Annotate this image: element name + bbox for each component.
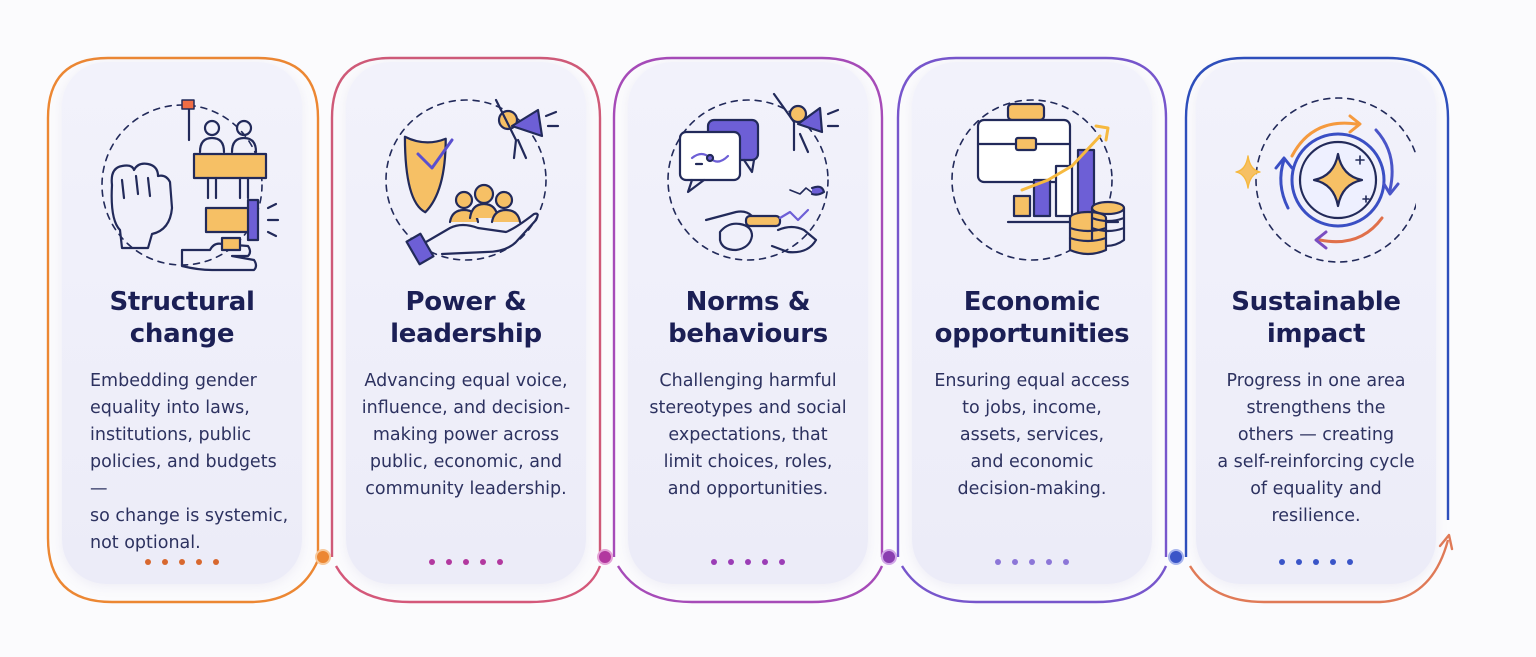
connector-node [1168,549,1184,565]
stage-card-structural-change: Structural change Embedding gender equal… [62,62,302,584]
stage-card-economic-opportunities: Economic opportunities Ensuring equal ac… [912,62,1152,584]
connector-node [881,549,897,565]
stage-title: Power & leadership [390,287,542,349]
cycle-sparkle-icon [1216,80,1421,280]
stage-description: Challenging harmful stereotypes and soci… [649,371,847,499]
progress-dots [912,550,1152,565]
progress-dots [628,550,868,565]
stage-card-sustainable-impact: Sustainable impact Progress in one area … [1196,62,1436,584]
progress-dots [1196,550,1436,565]
stage-title: Structural change [109,287,255,349]
briefcase-chart-coins-icon [932,80,1132,280]
speech-bubbles-chain-break-icon [648,80,848,280]
stage-title: Norms & behaviours [668,287,828,349]
shield-check-leadership-icon [366,80,566,280]
protest-fist-megaphone-icon [82,80,282,280]
connector-node [315,549,331,565]
stage-description: Embedding gender equality into laws, ins… [90,371,289,553]
stage-description: Advancing equal voice, influence, and de… [361,371,571,499]
connector-node [597,549,613,565]
stage-card-norms-behaviours: Norms & behaviours Challenging harmful s… [628,62,868,584]
stage-description: Ensuring equal access to jobs, income, a… [934,371,1130,499]
progress-dots [62,550,302,565]
stage-title: Economic opportunities [934,287,1130,349]
stage-card-power-leadership: Power & leadership Advancing equal voice… [346,62,586,584]
stage-description: Progress in one area strengthens the oth… [1217,371,1415,526]
progress-dots [346,550,586,565]
stage-title: Sustainable impact [1231,287,1401,349]
